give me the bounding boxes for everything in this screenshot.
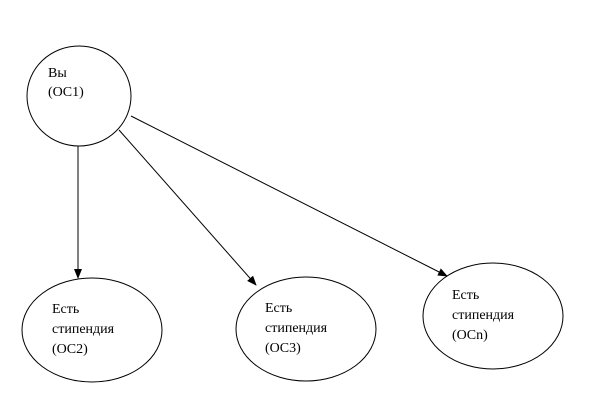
node-ocn-label-line2: стипендия: [452, 308, 515, 323]
node-oc3-label-line2: стипендия: [265, 321, 328, 336]
node-oc1-label-name: Вы: [48, 66, 67, 81]
arrow-oc1-to-oc3: [118, 129, 257, 286]
node-oc2-ellipse: [21, 277, 163, 383]
node-oc1-circle: [26, 45, 132, 147]
node-oc1: Вы (OC1): [26, 45, 132, 147]
node-oc3: Есть стипендия (OC3): [235, 276, 377, 382]
node-oc3-label-line1: Есть: [265, 301, 292, 316]
arrow-oc1-to-ocn: [130, 115, 448, 277]
node-oc2: Есть стипендия (OC2): [21, 277, 163, 383]
node-oc3-label-code: (OC3): [265, 341, 301, 356]
node-ocn-label-line1: Есть: [452, 288, 479, 303]
node-oc2-label-line2: стипендия: [52, 322, 115, 337]
node-ocn: Есть стипендия (OCn): [422, 262, 564, 370]
node-oc2-label-code: (OC2): [52, 342, 88, 357]
node-ocn-ellipse: [422, 262, 564, 370]
node-ocn-label-code: (OCn): [452, 328, 488, 343]
node-oc1-label-code: (OC1): [48, 85, 84, 100]
node-oc2-label-line1: Есть: [52, 302, 79, 317]
node-oc3-ellipse: [235, 276, 377, 382]
